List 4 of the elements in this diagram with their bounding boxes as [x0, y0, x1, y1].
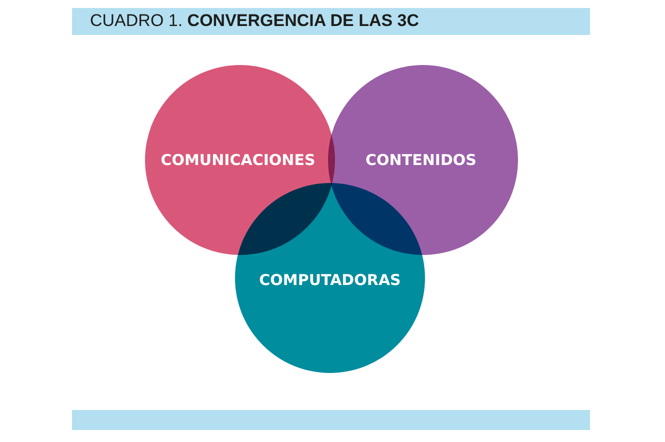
- circle-label: COMUNICACIONES: [160, 151, 316, 169]
- circle-label: COMPUTADORAS: [259, 271, 401, 289]
- circle-label: CONTENIDOS: [366, 151, 476, 169]
- title: CUADRO 1. CONVERGENCIA DE LAS 3C: [90, 11, 420, 31]
